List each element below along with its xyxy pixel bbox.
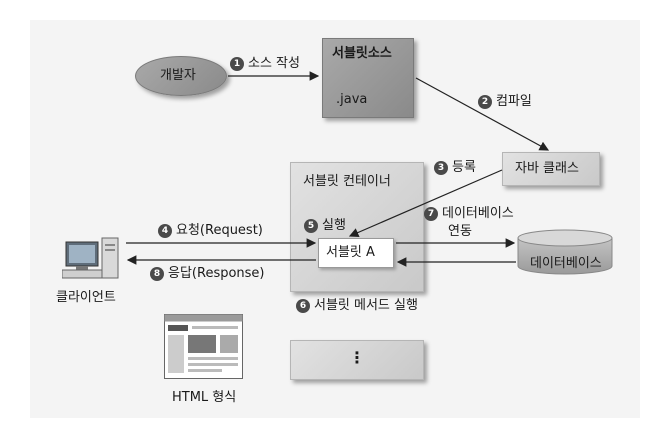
step-8-text: 응답(Response)	[168, 266, 265, 281]
step-4-badge: 4	[158, 224, 172, 238]
step-1-label: 1 소스 작성	[230, 56, 300, 72]
developer-label: 개발자	[160, 68, 196, 83]
arrow-compile	[415, 77, 550, 151]
other-servlets-node	[290, 340, 424, 380]
step-2-text: 컴파일	[496, 94, 532, 109]
step-8-label: 8 응답(Response)	[150, 266, 265, 282]
step-8-badge: 8	[150, 267, 164, 281]
java-class-label: 자바 클래스	[515, 161, 579, 176]
step-6-label: 6 서블릿 메서드 실행	[296, 298, 418, 314]
step-3-label: 3 등록	[434, 160, 476, 176]
database-label: 데이터베이스	[530, 256, 602, 271]
step-7-badge: 7	[424, 207, 438, 221]
developer-node	[135, 56, 227, 96]
step-5-badge: 5	[304, 219, 318, 233]
java-class-node	[502, 152, 600, 186]
step-7-text-line1: 데이터베이스	[442, 206, 514, 221]
servlet-container-label: 서블릿 컨테이너	[303, 174, 391, 189]
step-3-badge: 3	[434, 161, 448, 175]
servlet-a-label: 서블릿 A	[326, 245, 375, 260]
step-5-text: 실행	[322, 218, 346, 233]
html-format-label: HTML 형식	[172, 390, 237, 405]
step-3-text: 등록	[452, 160, 476, 175]
servlet-source-label: 서블릿소스	[332, 46, 392, 61]
step-7-label-line2: 연동	[448, 224, 472, 239]
step-5-label: 5 실행	[304, 218, 346, 234]
step-6-text: 서블릿 메서드 실행	[314, 298, 418, 313]
servlet-source-node	[322, 38, 414, 118]
step-2-label: 2 컴파일	[478, 94, 532, 110]
step-4-label: 4 요청(Request)	[158, 223, 263, 239]
client-label: 클라이언트	[56, 290, 116, 305]
ellipsis-label: ⋮	[349, 348, 365, 367]
computer-icon	[62, 237, 119, 279]
step-6-badge: 6	[296, 299, 310, 313]
step-7-label: 7 데이터베이스	[424, 206, 514, 222]
step-1-badge: 1	[230, 57, 244, 71]
step-2-badge: 2	[478, 95, 492, 109]
java-extension-label: .java	[336, 92, 368, 107]
step-4-text: 요청(Request)	[176, 223, 263, 238]
arrow-register	[348, 169, 503, 238]
html-page-icon	[164, 314, 243, 379]
step-1-text: 소스 작성	[248, 56, 300, 71]
servlet-a-node	[318, 238, 394, 268]
